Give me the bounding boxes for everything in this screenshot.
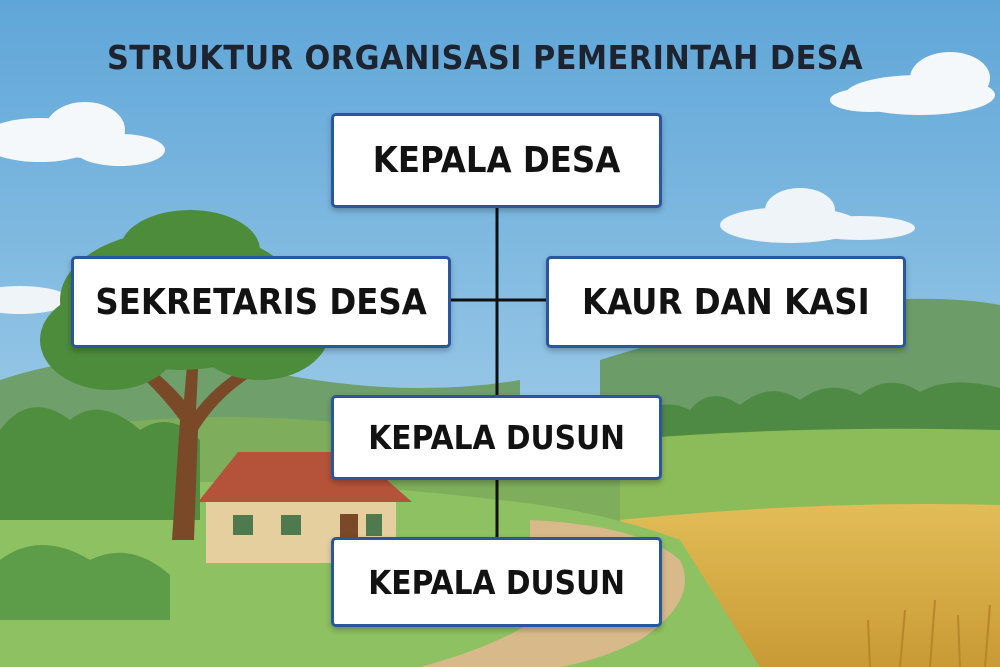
node-label: SEKRETARIS DESA [95, 281, 427, 323]
house-window [231, 513, 255, 537]
bushes [0, 407, 200, 520]
node-label: KEPALA DESA [372, 140, 621, 181]
house-window [366, 514, 382, 536]
tree-line [640, 382, 1000, 440]
node-label: KEPALA DUSUN [368, 418, 625, 457]
node-label: KEPALA DUSUN [368, 562, 625, 602]
tree-trunk [120, 330, 255, 540]
node-kepala-desa: KEPALA DESA [331, 113, 662, 208]
node-kaur-dan-kasi: KAUR DAN KASI [546, 256, 906, 348]
cloud [720, 188, 915, 243]
node-kepala-dusun-2: KEPALA DUSUN [331, 537, 662, 627]
house-window [279, 513, 303, 537]
node-label: KAUR DAN KASI [582, 281, 870, 323]
wheat-stalks [867, 599, 991, 667]
cloud [0, 102, 165, 166]
cloud [0, 286, 70, 314]
diagram-title: STRUKTUR ORGANISASI PEMERINTAH DESA [106, 38, 864, 77]
node-sekretaris-desa: SEKRETARIS DESA [71, 256, 451, 348]
org-connectors [451, 208, 546, 537]
field [620, 428, 1000, 520]
cloud [830, 52, 995, 115]
node-kepala-dusun-1: KEPALA DUSUN [331, 395, 662, 480]
bushes [0, 545, 170, 620]
